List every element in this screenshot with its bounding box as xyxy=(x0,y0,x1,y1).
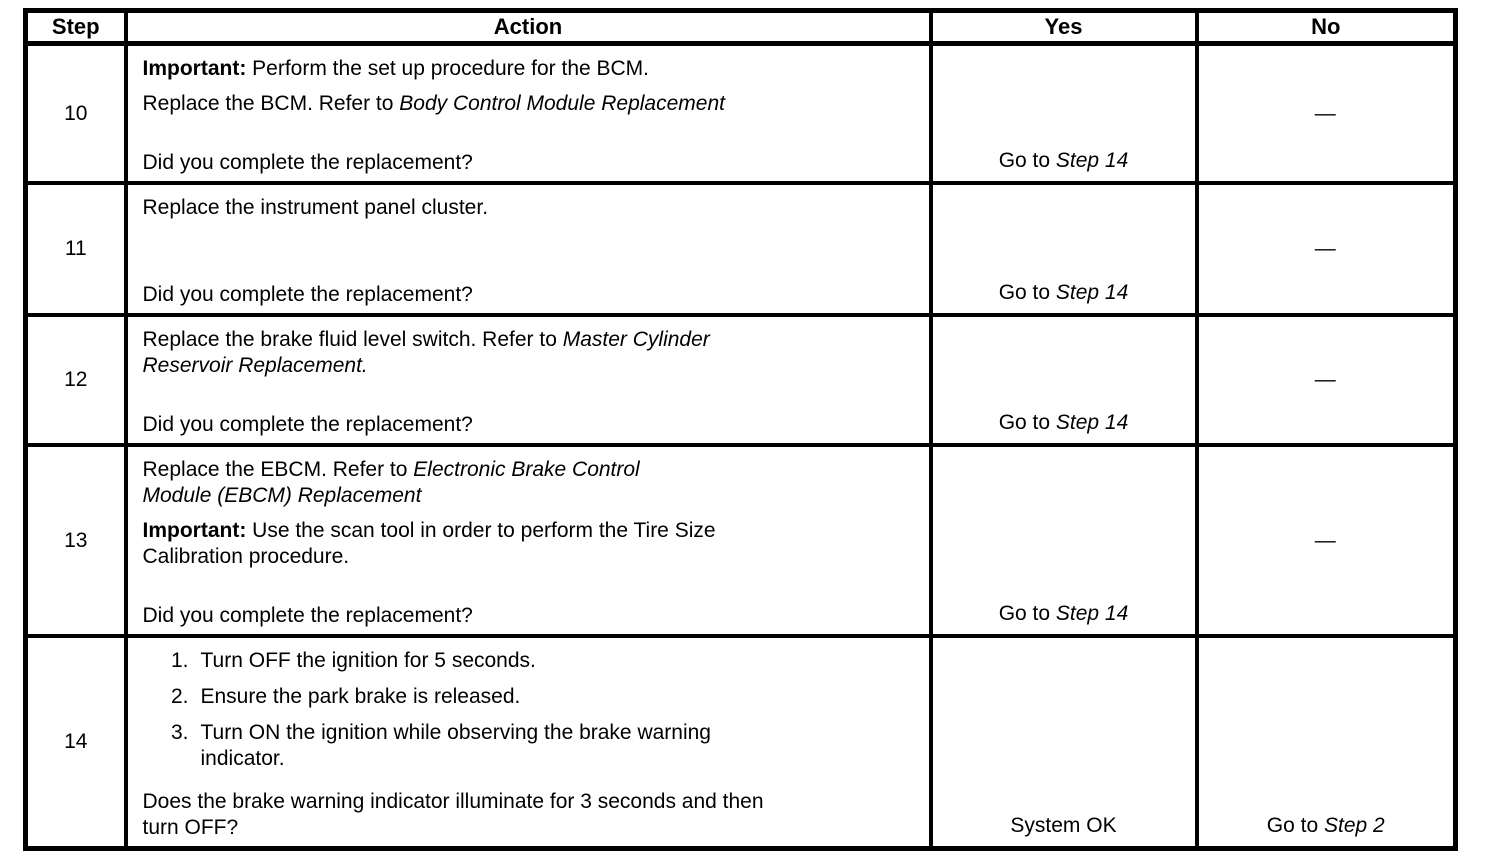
no-cell: — xyxy=(1194,313,1458,447)
no-cell: Go to Step 2 xyxy=(1194,634,1458,851)
list-item: 3. Turn ON the ignition while observing … xyxy=(159,720,915,772)
table-row-step-13: 13 Replace the EBCM. Refer to Electronic… xyxy=(23,443,1458,638)
dash: — xyxy=(1314,368,1337,391)
text-run: Replace the EBCM. Refer to xyxy=(142,458,414,481)
step-number: 10 xyxy=(23,41,128,185)
action-cell: Replace the brake fluid level switch. Re… xyxy=(123,313,933,447)
list-number: 2. xyxy=(170,685,189,708)
action-question: Did you complete the replacement? xyxy=(142,151,473,174)
text-run: Replace the BCM. Refer to xyxy=(142,92,400,115)
reference-title: Body Control Module Replacement xyxy=(399,92,725,115)
yes-cell: System OK xyxy=(928,634,1199,851)
action-paragraph: Important: Use the scan tool in order to… xyxy=(143,518,915,570)
action-question: Did you complete the replacement? xyxy=(142,413,473,436)
header-row: Step Action Yes No xyxy=(23,8,1458,46)
dash: — xyxy=(1314,101,1337,125)
dash: — xyxy=(1314,528,1337,552)
no-cell: — xyxy=(1194,443,1458,638)
step-reference: Step 14 xyxy=(1055,602,1129,625)
action-paragraph: Important: Perform the set up procedure … xyxy=(143,56,915,82)
list-number: 1. xyxy=(170,649,189,672)
action-question: Did you complete the replacement? xyxy=(142,283,473,306)
diagnostic-table: Step Action Yes No 10 Important: Perform… xyxy=(23,8,1458,851)
step-reference: Step 14 xyxy=(1055,411,1129,434)
action-question: Did you complete the replacement? xyxy=(142,604,473,627)
yes-cell: Go to Step 14 xyxy=(928,181,1199,317)
step-number: 14 xyxy=(23,634,128,851)
reference-title: Electronic Brake Control Module (EBCM) R… xyxy=(142,458,640,507)
yes-cell: Go to Step 14 xyxy=(928,443,1199,638)
important-label: Important: xyxy=(142,57,247,80)
action-cell: Important: Perform the set up procedure … xyxy=(123,41,933,185)
no-cell: — xyxy=(1194,41,1458,185)
table-row-step-12: 12 Replace the brake fluid level switch.… xyxy=(23,313,1458,447)
text-run: Perform the set up procedure for the BCM… xyxy=(246,57,650,80)
yes-cell: Go to Step 14 xyxy=(928,41,1199,185)
step-reference: Step 14 xyxy=(1055,281,1129,304)
step-number: 12 xyxy=(23,313,128,447)
action-paragraph: Replace the EBCM. Refer to Electronic Br… xyxy=(143,457,915,509)
text-run: System OK xyxy=(1010,814,1117,837)
table-row-step-14: 14 1. Turn OFF the ignition for 5 second… xyxy=(23,634,1458,851)
yes-cell: Go to Step 14 xyxy=(928,313,1199,447)
important-label: Important: xyxy=(142,519,247,542)
dash: — xyxy=(1314,237,1337,260)
numbered-instruction-list: 1. Turn OFF the ignition for 5 seconds. … xyxy=(143,648,915,772)
action-cell: 1. Turn OFF the ignition for 5 seconds. … xyxy=(123,634,933,851)
list-item: 1. Turn OFF the ignition for 5 seconds. xyxy=(159,648,915,674)
text-run: Go to xyxy=(998,281,1056,304)
text-run: Go to xyxy=(998,411,1056,434)
text-run: Replace the brake fluid level switch. Re… xyxy=(142,328,563,351)
text-run: Go to xyxy=(998,149,1056,172)
action-cell: Replace the instrument panel cluster. Di… xyxy=(123,181,933,317)
no-cell: — xyxy=(1194,181,1458,317)
list-text: Ensure the park brake is released. xyxy=(200,685,521,708)
list-text: Turn OFF the ignition for 5 seconds. xyxy=(200,649,536,672)
text-run: Go to xyxy=(1266,814,1324,837)
list-number: 3. xyxy=(170,721,189,744)
column-header-step: Step xyxy=(23,8,128,46)
text-run: Go to xyxy=(998,602,1056,625)
step-number: 13 xyxy=(23,443,128,638)
step-reference: Step 2 xyxy=(1323,814,1385,837)
column-header-no: No xyxy=(1194,8,1458,46)
table-row-step-10: 10 Important: Perform the set up procedu… xyxy=(23,41,1458,185)
text-run: Use the scan tool in order to perform th… xyxy=(142,519,716,568)
list-text: Turn ON the ignition while observing the… xyxy=(200,721,712,770)
list-item: 2. Ensure the park brake is released. xyxy=(159,684,915,710)
column-header-yes: Yes xyxy=(928,8,1199,46)
action-paragraph: Replace the instrument panel cluster. xyxy=(142,196,489,219)
action-question: Does the brake warning indicator illumin… xyxy=(142,790,764,839)
action-paragraph: Replace the brake fluid level switch. Re… xyxy=(143,327,915,379)
reference-title: Master Cylinder Reservoir Replacement. xyxy=(142,328,710,377)
step-number: 11 xyxy=(23,181,128,317)
step-reference: Step 14 xyxy=(1055,149,1129,172)
table-row-step-11: 11 Replace the instrument panel cluster.… xyxy=(23,181,1458,317)
action-paragraph: Replace the BCM. Refer to Body Control M… xyxy=(143,91,915,117)
column-header-action: Action xyxy=(123,8,933,46)
action-cell: Replace the EBCM. Refer to Electronic Br… xyxy=(123,443,933,638)
